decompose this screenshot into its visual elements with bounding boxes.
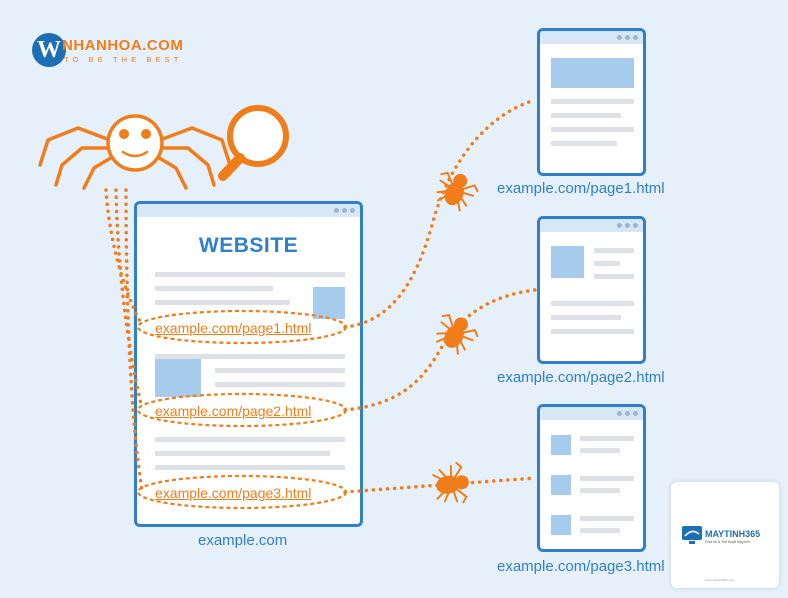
watermark-name: MAYTINH365 [705,529,761,539]
watermark-footer: www.maytinh365.com [705,578,735,582]
image-placeholder [551,515,571,535]
page2-window [537,216,646,364]
page1-caption: example.com/page1.html [497,180,665,197]
link-page3[interactable]: example.com/page3.html [155,485,312,501]
page2-caption: example.com/page2.html [497,369,665,386]
image-placeholder [313,287,345,319]
crawl-path-2 [114,188,144,410]
link-page2[interactable]: example.com/page2.html [155,403,312,419]
path-to-page1 [343,98,537,329]
page1-window [537,28,646,176]
crawler-spider-icon [38,114,232,190]
logo-tagline: TO BE THE BEST [64,55,183,64]
link-highlight-3 [136,474,348,510]
link-page1[interactable]: example.com/page1.html [155,320,312,336]
page3-window [537,404,646,552]
logo-badge-icon: W [32,33,66,67]
path-to-page2 [343,288,537,412]
window-titlebar [137,204,360,217]
website-window: WEBSITE example.com/page1.html example.c… [134,201,363,527]
page3-caption: example.com/page3.html [497,558,665,575]
image-placeholder [551,58,634,88]
logo-name: NHANHOA.COM [62,37,184,54]
crawl-path-3 [124,188,144,492]
maytinh365-watermark: MAYTINH365 Chia sẻ & Thủ thuật Máy tính … [671,482,779,588]
image-placeholder [551,475,571,495]
small-spider-icon [436,313,479,355]
magnifying-glass-icon [218,105,289,181]
small-spider-icon [432,461,469,504]
image-placeholder [551,435,571,455]
crawl-path-1 [104,188,144,327]
nhanhoa-logo: W NHANHOA.COM TO BE THE BEST [32,33,202,73]
image-placeholder [155,359,201,397]
small-spider-icon [436,171,479,212]
website-title: WEBSITE [198,234,299,257]
website-caption: example.com [198,532,288,549]
monitor-logo-icon [682,526,702,544]
link-highlight-1 [136,309,348,345]
watermark-subtitle: Chia sẻ & Thủ thuật Máy tính [705,540,751,544]
image-placeholder [551,246,584,278]
link-highlight-2 [136,392,348,428]
